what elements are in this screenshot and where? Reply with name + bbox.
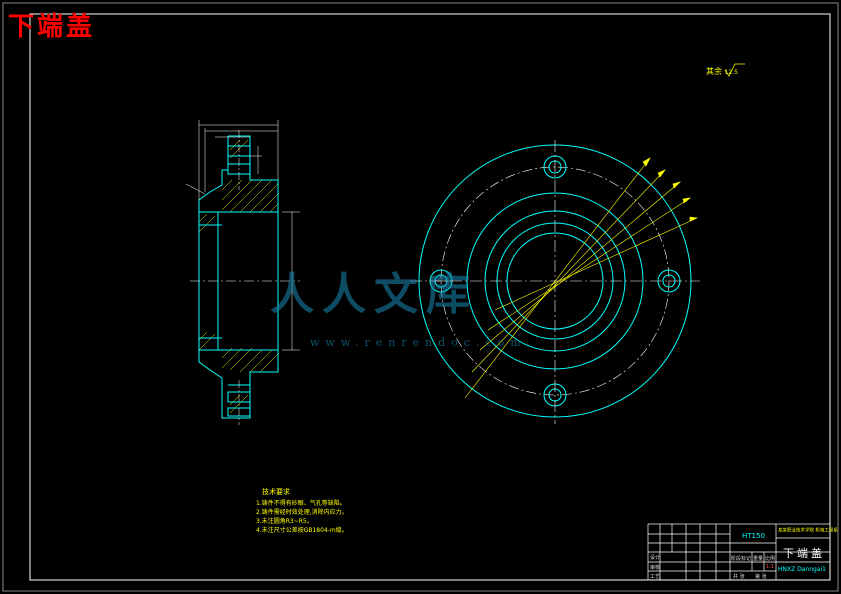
title-block-school: 某某职业技术学院 机电工程系 xyxy=(778,527,838,534)
notes-heading: 技术要求 xyxy=(262,488,290,496)
title-block-scale-value: 1:1 xyxy=(766,564,775,570)
roughness-text: 其余 xyxy=(706,67,722,76)
roughness-symbol xyxy=(724,63,745,77)
front-view xyxy=(410,140,700,424)
dimension-lines xyxy=(185,120,300,351)
note-line-3: 3.未注圆角R3~R5。 xyxy=(256,518,313,525)
diameter-leaders xyxy=(464,157,699,399)
title-block-part-name: 下端盖 xyxy=(783,547,825,560)
title-block-row-review: 审核 xyxy=(650,565,661,571)
drawing-frame xyxy=(29,13,831,581)
watermark-url: www.renrendoc.com xyxy=(310,336,527,349)
note-line-4: 4.未注尺寸公差按GB1804-m级。 xyxy=(256,527,348,534)
title-block-drawing-no: HNXZ Danngai1 xyxy=(778,566,826,573)
title-block-row-design: 设计 xyxy=(650,555,661,561)
roughness-value: 12.5 xyxy=(724,69,738,76)
section-hatch xyxy=(198,139,279,414)
title-block-header-scale: 比例 xyxy=(765,556,776,562)
title-block-header-stage: 阶段标记 xyxy=(731,556,752,562)
title-block-row-process: 工艺 xyxy=(650,574,661,580)
note-line-1: 1.铸件不得有砂眼、气孔等缺陷。 xyxy=(256,500,346,507)
title-block-sheet-total: 共 张 xyxy=(733,574,745,580)
title-block-material: HT150 xyxy=(742,532,765,540)
drawing-title: 下端盖 xyxy=(8,12,96,42)
title-block-sheet-num: 第 张 xyxy=(755,574,767,580)
note-line-2: 2.铸件需经时效处理,消除内应力。 xyxy=(256,509,348,516)
roughness-label: 其余 12.5 xyxy=(706,66,738,77)
section-view xyxy=(185,120,300,425)
title-block-header-weight: 重量 xyxy=(753,556,764,562)
watermark-text: 人人文库 xyxy=(270,269,478,320)
title-block xyxy=(647,523,831,581)
